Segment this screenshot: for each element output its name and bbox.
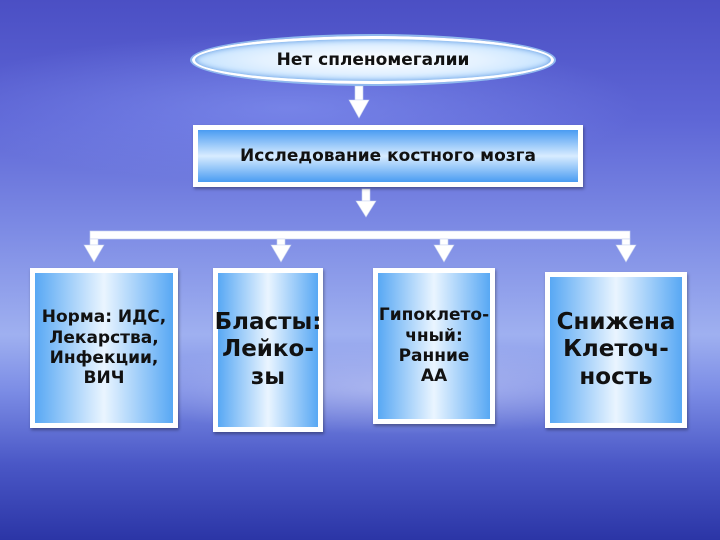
node-blasts: Бласты: Лейко- зы (213, 268, 323, 432)
arrow-head-branch-2 (270, 244, 292, 263)
arrow-head-branch-1 (83, 244, 105, 263)
node-no-splenomegaly: Нет спленомегалии (192, 36, 554, 84)
node-hypocellular: Гипоклето- чный: Ранние АА (373, 268, 495, 424)
node-bone-marrow-exam-fill: Исследование костного мозга (198, 130, 578, 182)
node-bone-marrow-exam-label: Исследование костного мозга (240, 146, 536, 166)
arrow-shaft-middle (361, 188, 371, 202)
node-reduced-cellularity-label: Снижена Клеточ- ность (556, 308, 676, 390)
node-normal-label: Норма: ИДС, Лекарства, Инфекции, ВИЧ (41, 307, 167, 389)
node-normal: Норма: ИДС, Лекарства, Инфекции, ВИЧ (30, 268, 178, 428)
arrow-head-top (348, 99, 370, 119)
arrow-head-branch-3 (433, 244, 455, 263)
branch-bar (89, 230, 631, 240)
node-no-splenomegaly-label: Нет спленомегалии (276, 50, 470, 70)
node-hypocellular-label: Гипоклето- чный: Ранние АА (378, 305, 490, 387)
node-bone-marrow-exam: Исследование костного мозга (193, 125, 583, 187)
node-blasts-label: Бласты: Лейко- зы (214, 308, 322, 390)
arrow-head-branch-4 (615, 244, 637, 263)
node-reduced-cellularity: Снижена Клеточ- ность (545, 272, 687, 428)
arrow-head-middle (355, 200, 377, 218)
arrow-shaft-top (354, 85, 364, 101)
